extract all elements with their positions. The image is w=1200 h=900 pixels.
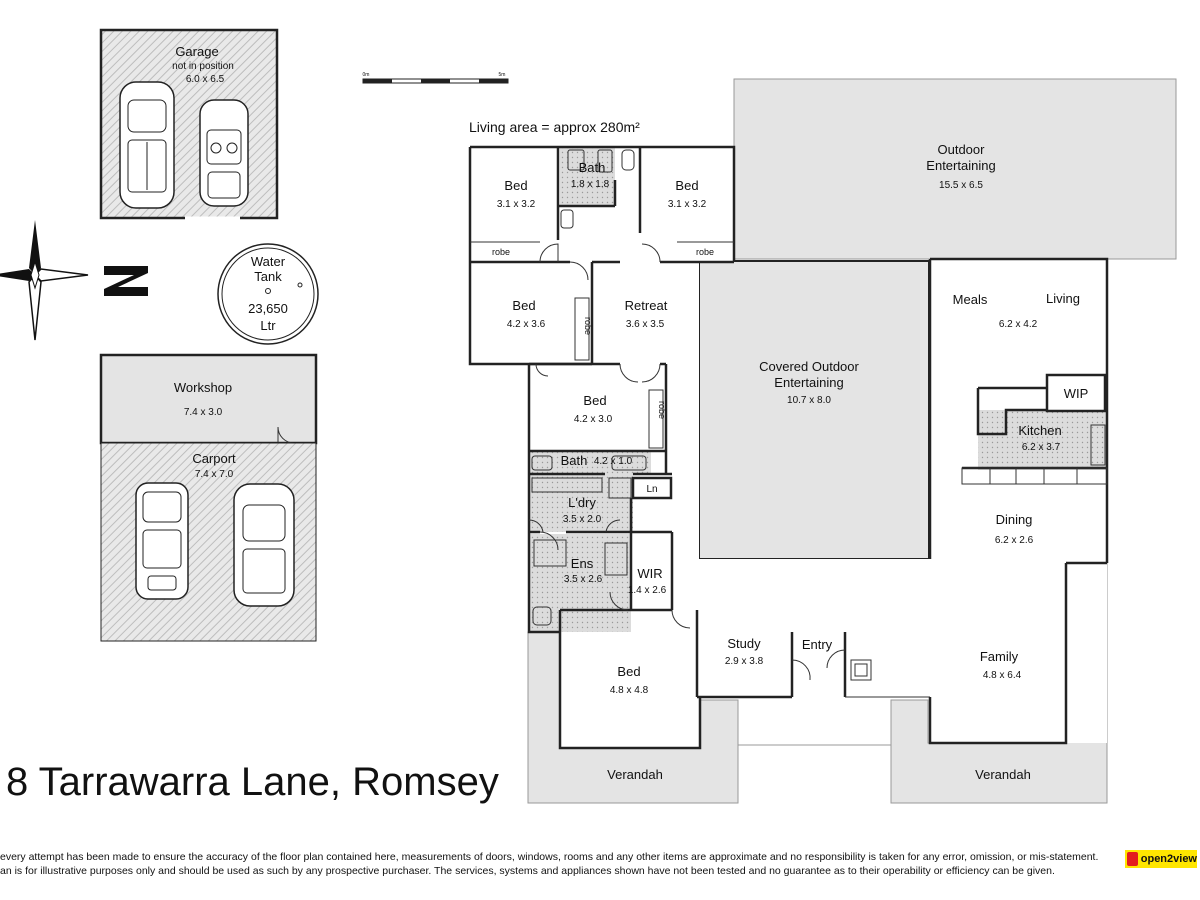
carport-label: Carport: [192, 451, 236, 466]
linen-label: Ln: [646, 484, 657, 495]
carport: Carport 7.4 x 7.0: [100, 442, 317, 642]
bed-top-right-size: 3.1 x 3.2: [668, 199, 707, 210]
bed-top-right-robe: robe: [696, 247, 714, 257]
bath-mid-floor: [529, 452, 651, 474]
covered-outdoor-label-1: Covered Outdoor: [759, 359, 859, 374]
family-size: 4.8 x 6.4: [983, 670, 1022, 681]
scale-start-label: 0m: [363, 72, 370, 78]
verandah-left-label: Verandah: [607, 767, 663, 782]
covered-outdoor-label-2: Entertaining: [774, 375, 843, 390]
car-icon: [199, 99, 249, 207]
study-label: Study: [727, 636, 761, 651]
fixtures: [531, 149, 872, 681]
bed-master-size: 4.8 x 4.8: [610, 685, 649, 696]
study-size: 2.9 x 3.8: [725, 656, 764, 667]
carport-size: 7.4 x 7.0: [195, 469, 234, 480]
bed-top-left-robe: robe: [492, 247, 510, 257]
ensuite-size: 3.5 x 2.6: [564, 574, 603, 585]
outdoor-entertaining-size: 15.5 x 6.5: [939, 180, 983, 191]
bed-mid-left-label: Bed: [512, 298, 535, 313]
robe-markers: [574, 297, 664, 449]
dining-size: 6.2 x 2.6: [995, 535, 1034, 546]
water-tank-capacity: 23,650: [248, 301, 288, 316]
outdoor-entertaining-label-1: Outdoor: [938, 142, 986, 157]
car-icon: [233, 483, 295, 607]
brand-name: open2view: [1140, 853, 1197, 865]
laundry-size: 3.5 x 2.0: [563, 514, 602, 525]
water-tank-label-1: Water: [251, 254, 286, 269]
scale-bar: 0m 5m: [362, 72, 509, 84]
garage: Garage not in position 6.0 x 6.5: [99, 28, 279, 220]
walls: [468, 145, 1109, 750]
bed-top-left-size: 3.1 x 3.2: [497, 199, 536, 210]
wip-label: WIP: [1064, 386, 1089, 401]
bed-mid-robe: robe: [657, 401, 667, 419]
bath-top-floor: [560, 148, 615, 206]
water-tank-label-2: Tank: [254, 269, 282, 284]
north-arrow-label: [104, 266, 148, 296]
entry-label: Entry: [802, 637, 833, 652]
garage-size: 6.0 x 6.5: [186, 74, 225, 85]
laundry-label: L'dry: [568, 495, 596, 510]
water-tank-unit: Ltr: [260, 318, 276, 333]
car-icon: [119, 81, 175, 209]
disclaimer-line-1: every attempt has been made to ensure th…: [0, 851, 1099, 863]
bed-mid-label: Bed: [583, 393, 606, 408]
verandah-right-label: Verandah: [975, 767, 1031, 782]
water-tank: Water Tank 23,650 Ltr: [217, 243, 319, 345]
living-area-label: Living area = approx 280m²: [469, 119, 640, 135]
living-label: Living: [1046, 291, 1080, 306]
wir-label: WIR: [637, 566, 662, 581]
covered-outdoor-size: 10.7 x 8.0: [787, 395, 831, 406]
garage-note: not in position: [172, 61, 234, 72]
bath-top-size: 1.8 x 1.8: [571, 179, 610, 190]
living-size: 6.2 x 4.2: [999, 319, 1038, 330]
dining-label: Dining: [996, 512, 1033, 527]
workshop-label: Workshop: [174, 380, 232, 395]
laundry-floor: [529, 474, 633, 532]
kitchen-label: Kitchen: [1018, 423, 1061, 438]
outdoor-entertaining-label-2: Entertaining: [926, 158, 995, 173]
kitchen-floor: [978, 410, 1106, 470]
bed-mid-left-robe: robe: [583, 317, 593, 335]
disclaimer-line-2: an is for illustrative purposes only and…: [0, 865, 1055, 877]
disclaimer: every attempt has been made to ensure th…: [0, 850, 1120, 878]
door-swings: [528, 243, 846, 681]
kitchen-size: 6.2 x 3.7: [1022, 442, 1061, 453]
ensuite-floor: [529, 534, 631, 632]
brand-logo: open2view: [1125, 850, 1197, 868]
scale-end-label: 5m: [499, 72, 506, 78]
bed-top-right-label: Bed: [675, 178, 698, 193]
compass-icon: [0, 220, 89, 341]
retreat-label: Retreat: [625, 298, 668, 313]
bath-top-label: Bath: [579, 160, 606, 175]
ensuite-label: Ens: [571, 556, 594, 571]
meals-label: Meals: [953, 292, 988, 307]
garage-label: Garage: [175, 44, 218, 59]
workshop-size: 7.4 x 3.0: [184, 407, 223, 418]
house-floor: [470, 147, 1107, 748]
retreat-size: 3.6 x 3.5: [626, 319, 665, 330]
outdoor-entertaining: Outdoor Entertaining 15.5 x 6.5: [733, 78, 1177, 260]
family-label: Family: [980, 649, 1019, 664]
car-icon: [135, 482, 189, 600]
wir-size: 1.4 x 2.6: [628, 585, 667, 596]
bed-top-left-label: Bed: [504, 178, 527, 193]
bath-mid-label: Bath: [561, 453, 588, 468]
bed-mid-left-size: 4.2 x 3.6: [507, 319, 546, 330]
house-logo-icon: [1127, 852, 1138, 866]
workshop: Workshop 7.4 x 3.0: [99, 353, 318, 445]
bed-mid-size: 4.2 x 3.0: [574, 414, 613, 425]
covered-outdoor-entertaining: Covered Outdoor Entertaining 10.7 x 8.0: [698, 260, 930, 560]
bed-master-label: Bed: [617, 664, 640, 679]
property-address: 8 Tarrawarra Lane, Romsey: [6, 760, 499, 804]
bath-mid-size: 4.2 x 1.0: [594, 456, 633, 467]
